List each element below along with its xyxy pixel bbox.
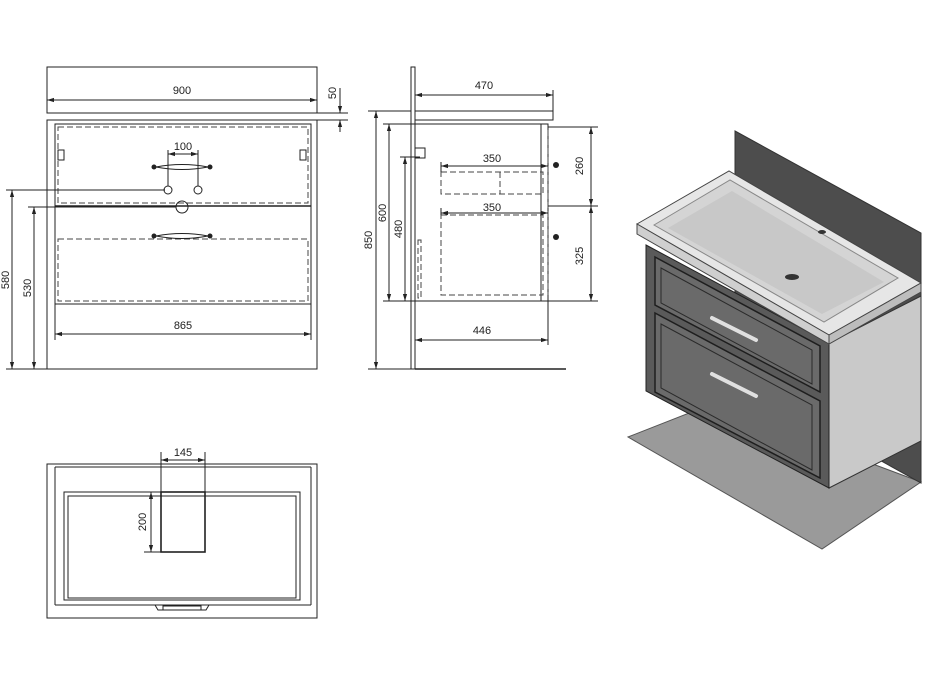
dim-side-height-body: 600 <box>377 123 415 302</box>
cutout <box>160 491 206 553</box>
dim-side-height-total: 850 <box>363 110 411 370</box>
screw-hole <box>163 185 173 195</box>
render-handle-lower <box>710 372 758 398</box>
dim-label: 350 <box>483 153 501 165</box>
side-wall <box>410 66 416 370</box>
side-countertop <box>414 110 554 121</box>
top-outline <box>46 463 318 619</box>
side-view: 470 350 350 446 850 <box>363 66 598 370</box>
dim-front-height-body: 530 <box>22 206 176 369</box>
dim-cutout-depth: 200 <box>137 491 161 553</box>
dim-label: 865 <box>174 320 192 332</box>
drain <box>785 274 799 280</box>
dim-label: 600 <box>377 204 389 222</box>
dim-drawer-height-lower: 325 <box>548 206 598 302</box>
dim-front-width-body: 865 <box>54 304 312 340</box>
dim-drawer-depth-lower: 350 <box>440 202 548 216</box>
dim-side-height-inner: 480 <box>393 156 420 301</box>
top-view: 145 200 <box>46 447 318 619</box>
dim-label: 100 <box>174 141 192 153</box>
dim-label: 530 <box>22 279 34 297</box>
dim-label: 325 <box>574 247 586 265</box>
dim-label: 470 <box>475 80 493 92</box>
dim-drawer-depth-upper: 350 <box>440 153 548 172</box>
dim-side-depth-top: 470 <box>415 80 554 111</box>
dim-side-depth-body: 446 <box>415 301 549 345</box>
dim-front-width-top: 900 <box>47 85 317 103</box>
dim-handle-spacing: 100 <box>167 141 199 186</box>
dim-label: 350 <box>483 202 501 214</box>
handle-upper <box>151 164 213 170</box>
knob-upper <box>553 162 559 168</box>
dim-top-thickness: 50 <box>317 87 348 132</box>
screw-hole <box>193 185 203 195</box>
drawer-upper <box>654 255 821 394</box>
render-handle-upper <box>710 316 758 342</box>
dim-label: 260 <box>574 157 586 175</box>
front-cabinet-body <box>46 119 318 370</box>
handle-lower <box>151 233 213 239</box>
dim-label: 145 <box>174 447 192 459</box>
dim-label: 850 <box>363 231 375 249</box>
isometric-render <box>626 130 923 550</box>
drawer-lower <box>654 311 821 480</box>
faucet-hole <box>818 230 826 234</box>
dim-label: 200 <box>137 513 149 531</box>
knob-lower <box>553 234 559 240</box>
dim-label: 900 <box>173 85 191 97</box>
dim-label: 580 <box>0 271 12 289</box>
dim-label: 446 <box>473 325 491 337</box>
dim-front-height-total: 580 <box>0 189 165 370</box>
dim-cutout-width: 145 <box>160 447 206 492</box>
dim-drawer-height-upper: 260 <box>548 126 598 207</box>
dim-label: 480 <box>393 220 405 238</box>
dim-label: 50 <box>327 87 339 99</box>
front-view: 900 50 100 865 580 <box>0 66 348 370</box>
